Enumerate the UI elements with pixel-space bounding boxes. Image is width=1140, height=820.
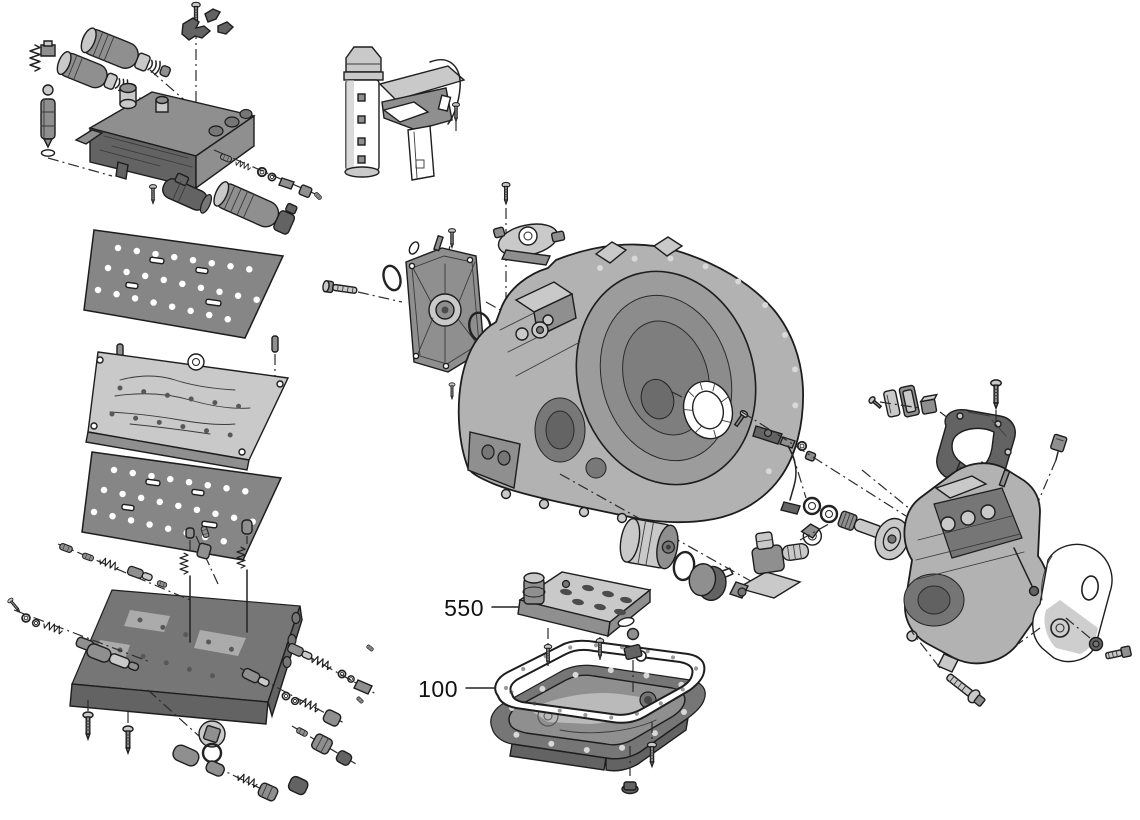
separator-gasket-lower [81, 451, 283, 561]
valve-spring-row [285, 641, 377, 695]
callout-100[interactable]: 100 [418, 676, 495, 702]
bolt [322, 280, 358, 294]
callout-550[interactable]: 550 [444, 595, 519, 621]
valve-spring-row [57, 525, 219, 601]
selector-shaft-linkage [733, 410, 910, 561]
oil-pump-plate [405, 234, 485, 373]
lower-valve-body-assembly [6, 519, 377, 802]
transmission-case [457, 236, 804, 524]
separator-gasket-upper [83, 229, 285, 339]
transfer-plate [85, 351, 290, 471]
final-drive-housing [903, 461, 1049, 673]
pan-bolts [82, 700, 134, 754]
oil-strainer [517, 571, 652, 692]
filter-and-governor-group [559, 473, 837, 602]
side-cover-plate [1017, 543, 1113, 663]
wiring-clip [181, 8, 235, 41]
alignment-pin [271, 335, 279, 384]
screw [501, 181, 511, 205]
pressure-relief-valve-stack [29, 40, 113, 177]
atf-reservoir-assembly [343, 46, 466, 181]
oil-pan [490, 664, 706, 795]
lower-valve-body [69, 519, 303, 725]
output-shaft-seal [682, 380, 734, 440]
output-flange-shaft [837, 510, 910, 561]
valve-spring-row [239, 666, 347, 727]
solenoid-valve [80, 27, 172, 78]
retainer-and-valve [147, 689, 309, 802]
cartridge-filter [619, 517, 679, 570]
drain-plug [621, 781, 639, 795]
kickdown-switch [492, 223, 566, 266]
separator-plates-stack [81, 229, 290, 561]
strainer-snout [522, 572, 546, 605]
cover-fasteners [911, 631, 1132, 707]
callout-550-label[interactable]: 550 [444, 595, 484, 621]
mount-bolt [990, 379, 1002, 409]
upper-valve-body-assembly [29, 1, 323, 235]
oil-pump-plate-assembly [322, 228, 523, 400]
valve-small-parts-row [213, 149, 323, 201]
o-ring [382, 264, 402, 292]
solenoid-valve [162, 172, 213, 214]
callout-100-label[interactable]: 100 [418, 676, 458, 702]
upper-valve-body [74, 82, 256, 204]
solenoid-valve [213, 181, 298, 235]
valve-spring-row [6, 596, 151, 672]
valve-spring-row [291, 643, 375, 766]
governor-valve-assembly [729, 523, 823, 599]
end-cap [688, 563, 734, 602]
